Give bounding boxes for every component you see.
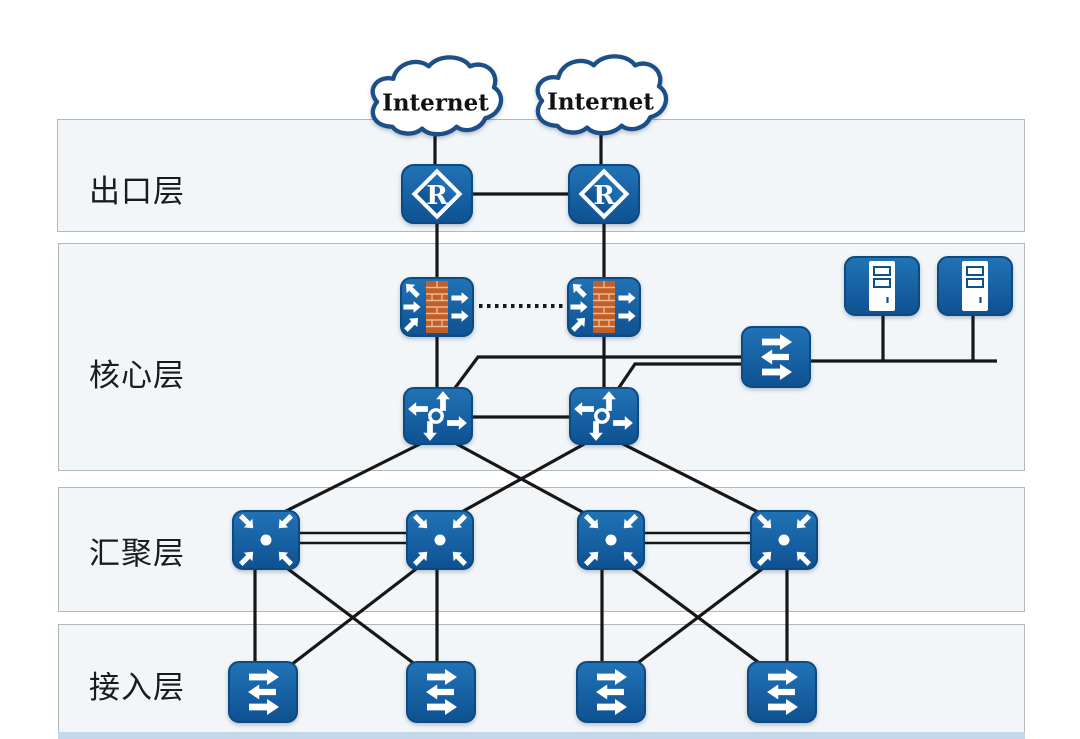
access-switch-node-1 — [227, 660, 299, 724]
firewall-node-1 — [399, 276, 475, 338]
access-switch-node-3 — [575, 660, 647, 724]
internet-cloud-icon: Internet — [363, 52, 508, 144]
firewall-icon — [566, 276, 642, 338]
router-node-1 — [400, 163, 474, 225]
core-switch-node-2 — [568, 386, 640, 446]
internet-cloud-icon: Internet — [528, 51, 673, 143]
internet-label: Internet — [382, 89, 489, 116]
firewall-node-2 — [566, 276, 642, 338]
layer-label-core: 核心层 — [89, 358, 185, 393]
core-switch-icon — [568, 386, 640, 446]
server-icon — [936, 255, 1014, 317]
layer-label-egress: 出口层 — [89, 174, 185, 209]
switch-icon — [575, 660, 647, 724]
access-switch-node-2 — [405, 660, 477, 724]
core-switch-icon — [402, 386, 474, 446]
firewall-icon — [399, 276, 475, 338]
access-switch-node-4 — [746, 660, 818, 724]
internet-cloud-2: Internet — [528, 51, 673, 143]
router-node-2 — [567, 163, 641, 225]
switch-icon — [740, 325, 812, 389]
aggregation-switch-node-2 — [405, 509, 475, 571]
router-icon — [400, 163, 474, 225]
layer-band-egress — [57, 119, 1025, 232]
switch-icon — [227, 660, 299, 724]
core-switch-node-1 — [402, 386, 474, 446]
aggregation-switch-icon — [231, 509, 301, 571]
switch-icon — [405, 660, 477, 724]
bottom-divider — [58, 732, 1025, 739]
aggregation-switch-node-4 — [749, 509, 819, 571]
layer-band-aggregation — [58, 487, 1025, 612]
aggregation-switch-icon — [576, 509, 646, 571]
aggregation-switch-node-1 — [231, 509, 301, 571]
server-switch-node — [740, 325, 812, 389]
aggregation-switch-node-3 — [576, 509, 646, 571]
layer-label-aggregation: 汇聚层 — [89, 536, 185, 571]
server-node-1 — [843, 255, 921, 317]
layer-label-access: 接入层 — [89, 670, 185, 705]
server-icon — [843, 255, 921, 317]
server-node-2 — [936, 255, 1014, 317]
switch-icon — [746, 660, 818, 724]
layer-band-access — [58, 624, 1025, 739]
aggregation-switch-icon — [405, 509, 475, 571]
aggregation-switch-icon — [749, 509, 819, 571]
internet-label: Internet — [547, 88, 654, 115]
router-icon — [567, 163, 641, 225]
internet-cloud-1: Internet — [363, 52, 508, 144]
